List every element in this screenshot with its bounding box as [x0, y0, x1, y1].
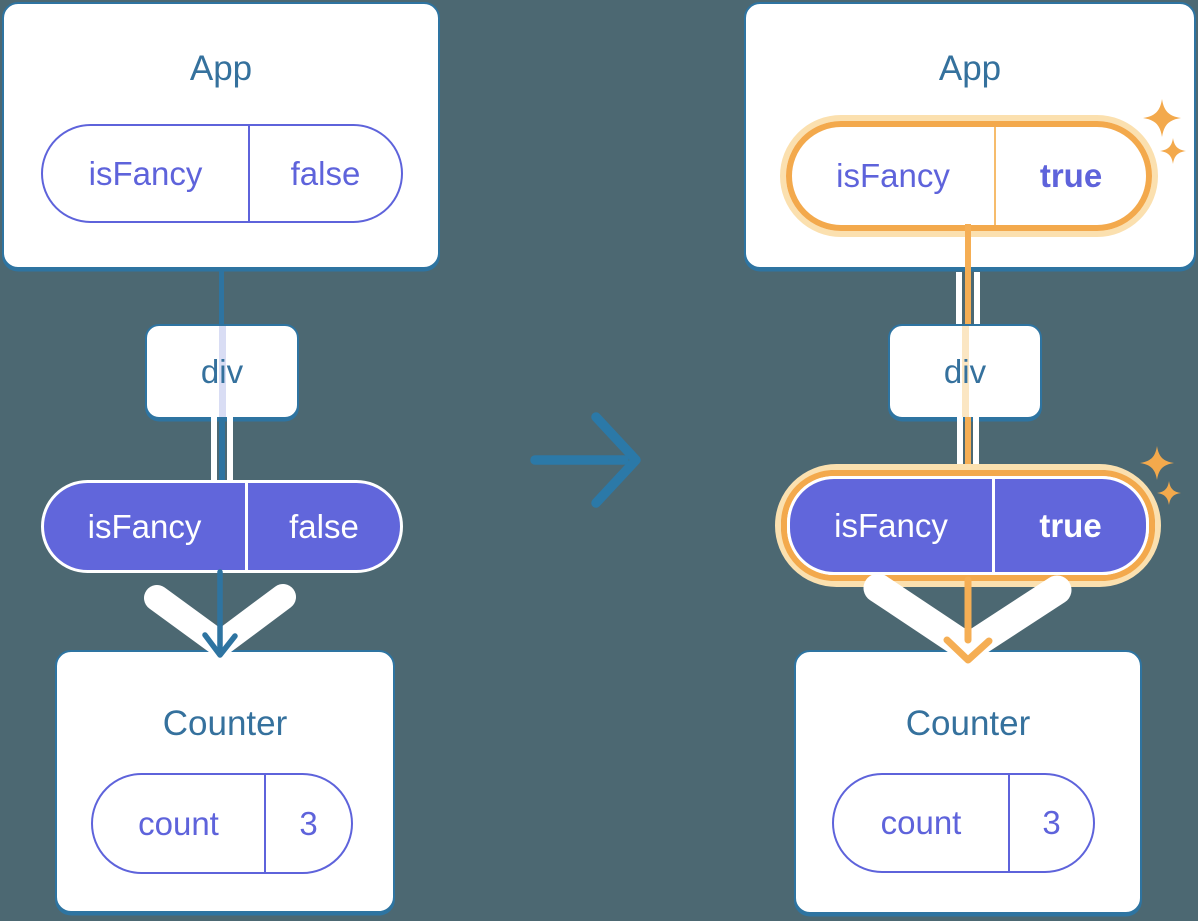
- connector-stripe-white: [973, 417, 979, 482]
- prop-name: isFancy: [790, 479, 995, 572]
- div-to-prop-connector: [205, 417, 239, 482]
- prop-name: isFancy: [792, 127, 996, 225]
- state-name: count: [93, 775, 266, 872]
- counter-card-title: Counter: [162, 704, 288, 743]
- div-to-prop-connector: [951, 417, 985, 482]
- state-value: 3: [1042, 804, 1061, 841]
- state-value: 3: [299, 804, 318, 842]
- connector-stripe-teal: [219, 417, 225, 482]
- app-to-div-connector: [219, 267, 224, 327]
- counter-state-pill: count 3: [91, 773, 353, 874]
- sparkle-icon: [1140, 446, 1174, 480]
- connector-stripe-white: [956, 272, 962, 326]
- counter-card-title: Counter: [905, 704, 1031, 743]
- app-card-title: App: [938, 49, 1002, 88]
- counter-card: Counter count 3: [55, 650, 395, 913]
- passed-prop-pill-ring: isFancy true: [781, 470, 1155, 581]
- passed-prop-pill-highlight: isFancy true: [775, 464, 1161, 587]
- sparkle-icon: [1143, 99, 1181, 137]
- prop-name: isFancy: [43, 126, 250, 221]
- prop-value: false: [290, 154, 361, 192]
- state-name: count: [834, 775, 1010, 871]
- prop-value: false: [289, 507, 359, 545]
- prop-name: isFancy: [44, 483, 248, 570]
- prop-to-div-connector: [965, 224, 971, 326]
- passed-prop-pill: isFancy true: [787, 476, 1149, 575]
- connector-stripe-white: [957, 417, 963, 482]
- prop-passthrough-stripe: [218, 326, 226, 417]
- sparkle-icon: [1157, 481, 1181, 505]
- div-label: div: [943, 352, 987, 390]
- app-card: App isFancy false: [2, 2, 440, 269]
- connector-stripe-white: [974, 272, 980, 326]
- app-card-title: App: [189, 49, 253, 88]
- counter-state-pill: count 3: [832, 773, 1095, 873]
- app-prop-pill: isFancy false: [41, 124, 403, 223]
- counter-card: Counter count 3: [794, 650, 1142, 914]
- div-box: div: [888, 324, 1042, 419]
- connector-stripe-white: [227, 417, 233, 482]
- app-prop-pill: isFancy true: [786, 121, 1152, 231]
- transition-arrow-icon: [530, 412, 641, 508]
- app-prop-pill-highlight: isFancy true: [780, 115, 1158, 237]
- orange-arrow-head-icon: [943, 636, 993, 664]
- teal-arrow-head-icon: [202, 632, 238, 658]
- sparkle-icon: [1160, 138, 1186, 164]
- prop-value: true: [1039, 506, 1102, 544]
- prop-flow-arrow: [863, 573, 1072, 664]
- connector-stripe-orange: [965, 417, 971, 482]
- connector-stripe-white: [211, 417, 217, 482]
- prop-flow-arrow: [144, 569, 296, 658]
- prop-passthrough-stripe: [961, 326, 969, 417]
- passed-prop-pill: isFancy false: [41, 480, 403, 573]
- div-box: div: [145, 324, 299, 419]
- white-chevron-icon: [863, 573, 1072, 663]
- div-label: div: [200, 352, 244, 390]
- prop-value: true: [1039, 157, 1103, 194]
